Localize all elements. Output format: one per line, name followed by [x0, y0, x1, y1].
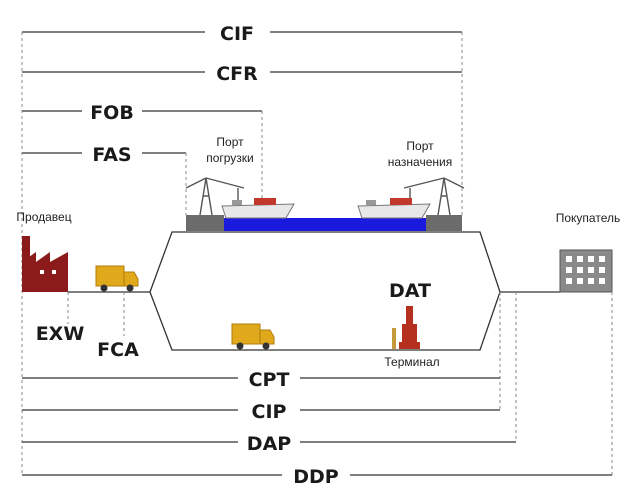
fca-label: FCA	[97, 339, 139, 361]
truck-icon	[95, 265, 139, 292]
fob-label: FOB	[90, 102, 134, 124]
seller-label: Продавец	[16, 210, 71, 224]
dock-loading	[186, 215, 224, 231]
terminal-tower-icon	[392, 306, 420, 349]
cfr-label: CFR	[216, 63, 258, 85]
cpt-label: CPT	[249, 369, 290, 391]
port-loading-label-1: Порт	[216, 135, 244, 149]
ddp-label: DDP	[293, 466, 339, 488]
port-loading-label-2: погрузки	[206, 151, 254, 165]
port-dest-label-1: Порт	[406, 139, 434, 153]
buyer-label: Покупатель	[556, 211, 620, 225]
water	[224, 218, 426, 231]
cfr-bracket: CFR	[22, 63, 462, 85]
ship-icon	[221, 198, 295, 219]
port-dest-label-2: назначения	[388, 155, 452, 169]
dap-label: DAP	[247, 433, 291, 455]
fas-bracket: FAS	[22, 144, 187, 215]
cip-label: CIP	[252, 401, 287, 423]
cpt-bracket: CPT	[22, 369, 500, 391]
ddp-bracket: DDP	[22, 466, 612, 488]
ship-icon	[357, 198, 431, 219]
crane-icon	[185, 177, 245, 216]
dap-bracket: DAP	[22, 433, 516, 455]
dock-destination	[426, 215, 462, 231]
building-icon	[559, 249, 613, 293]
fob-bracket: FOB	[22, 102, 263, 200]
cif-label: CIF	[220, 23, 254, 45]
terminal-label: Терминал	[384, 355, 439, 369]
dat-label: DAT	[389, 280, 431, 302]
exw-label: EXW	[36, 323, 85, 345]
truck-icon	[231, 323, 275, 350]
factory-icon	[22, 236, 68, 292]
cif-bracket: CIF	[22, 23, 463, 215]
cip-bracket: CIP	[22, 401, 500, 423]
fas-label: FAS	[92, 144, 131, 166]
route-shape	[68, 231, 560, 351]
